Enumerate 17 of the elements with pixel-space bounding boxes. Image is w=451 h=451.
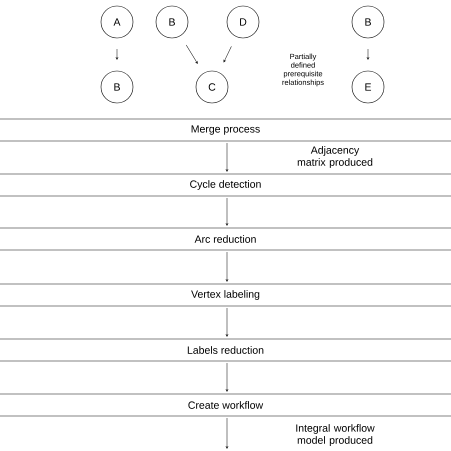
process-band: Labels reduction bbox=[0, 338, 451, 362]
process-band: Vertex labeling bbox=[0, 284, 451, 306]
process-band: Create workflow bbox=[0, 394, 451, 416]
arrow bbox=[116, 48, 118, 60]
arrow bbox=[226, 252, 228, 282]
arrow bbox=[226, 142, 228, 172]
arrow bbox=[226, 198, 228, 226]
process-band: Cycle detection bbox=[0, 174, 451, 196]
arrow bbox=[226, 362, 228, 392]
arrow bbox=[226, 308, 228, 337]
process-band: Merge process bbox=[0, 118, 451, 142]
note-text: Adjacency matrix produced bbox=[298, 146, 372, 168]
process-band: Arc reduction bbox=[0, 228, 451, 250]
arrow bbox=[226, 418, 228, 449]
arrow bbox=[186, 44, 198, 64]
arrow bbox=[366, 48, 370, 60]
arrow bbox=[224, 46, 232, 62]
